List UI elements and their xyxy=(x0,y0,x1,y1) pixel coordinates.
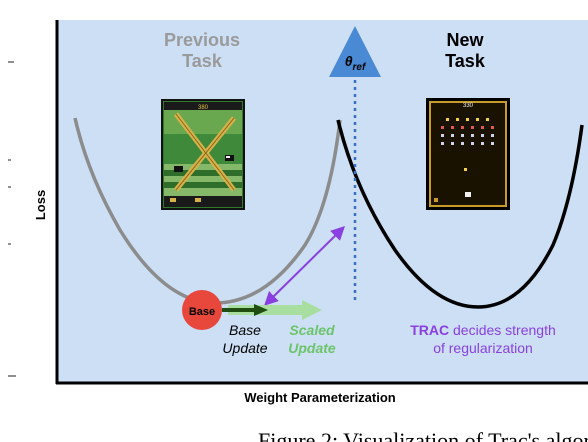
new-task-label-line1: New xyxy=(446,30,484,50)
base-point-marker xyxy=(182,290,222,330)
new-task-game-screenshot: 330 xyxy=(426,98,510,210)
new-game-score: 330 xyxy=(463,103,474,109)
previous-task-label-line1: Previous xyxy=(164,30,240,50)
previous-task-game-screenshot: 380 xyxy=(161,99,245,210)
previous-game-score: 380 xyxy=(198,105,209,111)
previous-task-label-line2: Task xyxy=(182,51,223,71)
figure-caption: Figure 2: Visualization of Trac's algori… xyxy=(258,428,588,442)
trac-note-line2: of regularization xyxy=(433,340,533,356)
base-point-label: Base xyxy=(189,306,215,318)
new-task-loss-curve xyxy=(336,119,584,309)
scaled-update-label-line1: Scaled xyxy=(289,322,335,338)
y-axis-label: Loss xyxy=(33,190,48,220)
theta-ref-label: θref xyxy=(345,53,367,73)
base-update-label-line2: Update xyxy=(222,340,267,356)
x-axis-label: Weight Parameterization xyxy=(244,390,396,405)
scaled-update-label-line2: Update xyxy=(288,340,336,356)
regularization-double-arrow xyxy=(264,226,345,306)
base-update-arrow xyxy=(222,304,268,316)
trac-note-line1: TRAC decides strength xyxy=(410,322,556,338)
new-task-label-line2: Task xyxy=(445,51,486,71)
theta-ref-triangle xyxy=(329,26,381,77)
base-update-label-line1: Base xyxy=(229,322,261,338)
